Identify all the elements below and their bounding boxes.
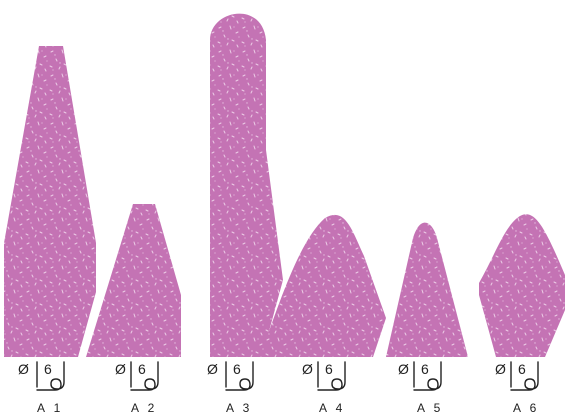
- stone-label: A 4: [319, 401, 345, 414]
- stone-a1: [4, 46, 96, 357]
- stone-a5: [386, 222, 468, 357]
- diameter-symbol: Ø: [115, 361, 126, 377]
- diameter-symbol: Ø: [18, 361, 29, 377]
- diameter-symbol: Ø: [398, 361, 409, 377]
- diameter-value: 6: [421, 361, 429, 377]
- stone-label: A 1: [37, 401, 63, 414]
- diameter-value: 6: [325, 361, 333, 377]
- shank-marker-a3: Ø 6 A 3: [207, 361, 254, 414]
- shank-icon: [130, 361, 159, 391]
- shank-icon: [413, 361, 442, 391]
- diameter-value: 6: [233, 361, 241, 377]
- shank-marker-a4: Ø 6 A 4: [302, 361, 346, 414]
- stone-label: A 3: [226, 401, 252, 414]
- shank-marker-a2: Ø 6 A 2: [115, 361, 159, 414]
- diameter-symbol: Ø: [495, 361, 506, 377]
- shank-marker-a6: Ø 6 A 6: [495, 361, 539, 414]
- stone-label: A 6: [513, 401, 539, 414]
- shank-marker-a5: Ø 6 A 5: [398, 361, 443, 414]
- stone-a3: [210, 13, 283, 358]
- shank-icon: [225, 361, 254, 391]
- shank-icon: [510, 361, 539, 391]
- stone-label: A 5: [417, 401, 443, 414]
- diameter-symbol: Ø: [302, 361, 313, 377]
- stone-a2: [86, 204, 181, 357]
- diameter-value: 6: [138, 361, 146, 377]
- diameter-value: 6: [518, 361, 526, 377]
- stone-a4: [260, 214, 386, 357]
- shank-marker-a1: Ø 6 A 1: [18, 361, 65, 414]
- diameter-value: 6: [44, 361, 52, 377]
- stone-a6: [479, 214, 565, 357]
- stone-label: A 2: [131, 401, 157, 414]
- shank-icon: [317, 361, 346, 391]
- shank-icon: [36, 361, 65, 391]
- diameter-symbol: Ø: [207, 361, 218, 377]
